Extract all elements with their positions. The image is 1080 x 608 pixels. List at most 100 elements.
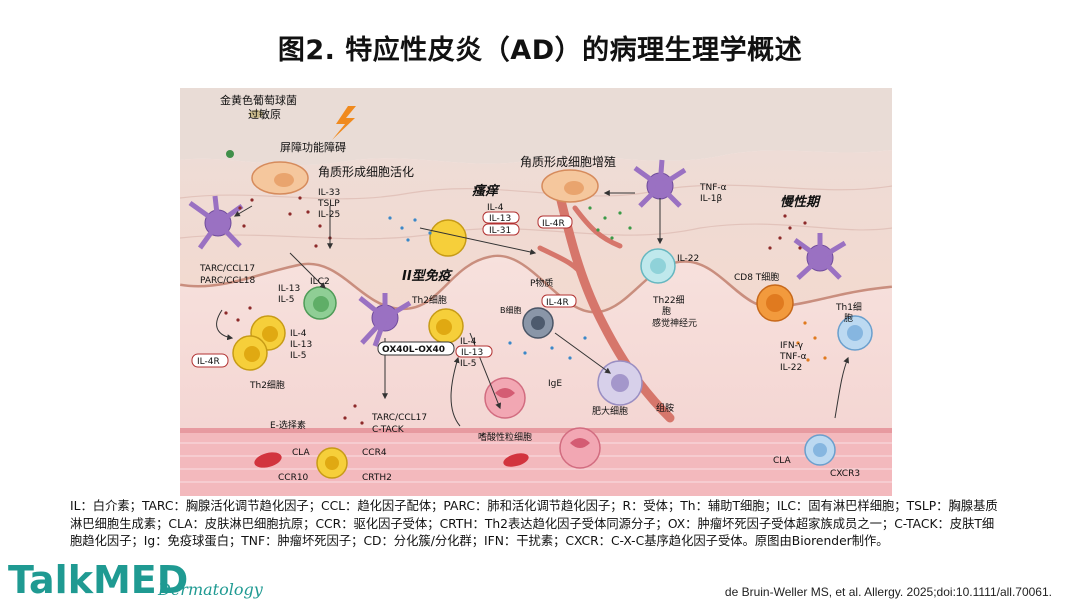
label-itch: 瘙痒 <box>472 183 501 199</box>
th2-cell-cluster-left <box>232 315 286 371</box>
label-keratino-act: 角质形成细胞活化 <box>318 165 414 179</box>
vessel-th2-cell <box>316 447 348 479</box>
vessel-th1-cell <box>804 434 836 466</box>
label-crth2: CRTH2 <box>362 473 392 483</box>
label-il33: IL-33 <box>318 188 340 198</box>
label-cxcr3: CXCR3 <box>830 469 860 479</box>
th1-cell <box>837 315 873 351</box>
label-type2: II型免疫 <box>402 268 454 284</box>
dendritic-cell-left <box>188 195 244 250</box>
label-ige: IgE <box>548 379 562 389</box>
label-il4r-l: IL-4R <box>197 357 220 367</box>
blood-vessel <box>180 430 892 496</box>
sensory-neuron-branch <box>537 205 623 281</box>
allergen-icon <box>249 110 263 118</box>
label-ccr10: CCR10 <box>278 473 309 483</box>
label-allergen: 过敏原 <box>248 107 281 121</box>
label-il31-top: IL-31 <box>489 226 511 236</box>
label-tarc: TARC/CCL17 <box>199 264 255 274</box>
label-staph: 金黄色葡萄球菌 <box>220 93 297 107</box>
vessel-wall <box>180 428 892 433</box>
il4r-mid-badge: IL-4R <box>541 294 577 308</box>
red-blood-cells <box>254 452 529 468</box>
th2-cell-mid <box>428 219 467 344</box>
label-ctack: C-TACK <box>372 425 405 435</box>
label-chronic: 慢性期 <box>780 194 821 210</box>
label-barrier: 屏障功能障碍 <box>280 140 346 154</box>
lightning-icon <box>332 106 356 140</box>
eosinophil-dermis <box>484 377 526 419</box>
figure-title: 图2. 特应性皮炎（AD）的病理生理学概述 <box>277 35 803 66</box>
label-il4r-mid: IL-4R <box>546 298 569 308</box>
label-eos: 嗜酸性粒细胞 <box>478 431 532 443</box>
label-th22b: 胞 <box>662 305 671 317</box>
label-il13-m: IL-13 <box>461 348 483 358</box>
label-il1b-top: IL-1β <box>700 194 722 204</box>
stratum-corneum <box>180 88 892 166</box>
label-substance-p: P物质 <box>530 277 553 289</box>
label-il13-top: IL-13 <box>489 214 511 224</box>
label-tslp: TSLP <box>317 199 340 209</box>
label-keratino-prolif: 角质形成细胞增殖 <box>520 154 616 169</box>
label-cla: CLA <box>292 448 311 458</box>
bacteria-icon <box>226 150 234 158</box>
label-il5-l: IL-5 <box>290 351 306 361</box>
label-th1b: 胞 <box>844 312 853 324</box>
label-il4-top: IL-4 <box>487 203 504 213</box>
label-il4-l: IL-4 <box>290 329 307 339</box>
label-tnfa-top: TNF-α <box>699 183 727 193</box>
il31-top-badge: IL-31 <box>482 223 520 236</box>
arrows <box>216 190 850 427</box>
label-ilc2: ILC2 <box>310 277 330 287</box>
epidermis-lines <box>180 184 892 240</box>
label-th22: Th22细 <box>652 294 685 306</box>
cytokine-dots <box>224 196 807 425</box>
mast-cell <box>597 360 643 406</box>
dendritic-cell-mid <box>358 293 412 347</box>
cytokine-dots-blue <box>388 216 587 360</box>
label-il13-ilc: IL-13 <box>278 284 300 294</box>
label-ccr4: CCR4 <box>362 448 387 458</box>
eosinophil-vessel <box>559 427 601 469</box>
label-th2cell-l: Th2细胞 <box>249 379 285 391</box>
label-ifng: IFN-γ <box>780 341 804 351</box>
dendritic-cell-upper-right <box>633 159 687 208</box>
label-il25: IL-25 <box>318 210 340 220</box>
label-histamine: 组胺 <box>656 402 674 414</box>
label-il22-top: IL-22 <box>677 254 699 264</box>
il13-mid-badge: IL-13 <box>455 345 493 358</box>
logo-sub-text: Dermatology <box>158 580 263 599</box>
il4r-left-badge: IL-4R <box>191 353 229 368</box>
label-il5-ilc: IL-5 <box>278 295 294 305</box>
label-cla-r: CLA <box>773 456 792 466</box>
reference-citation: de Bruin-Weller MS, et al. Allergy. 2025… <box>724 585 1052 599</box>
il13-top-badge: IL-13 <box>482 211 520 224</box>
label-il5-m: IL-5 <box>460 359 476 369</box>
cd8-t-cell <box>756 284 794 322</box>
keratinocyte-top-left <box>251 161 309 195</box>
il4r-top-badge: IL-4R <box>537 215 573 229</box>
th22-cell <box>640 248 676 284</box>
label-il22-r: IL-22 <box>780 363 802 373</box>
label-eselectin: E-选择素 <box>270 419 306 431</box>
dendritic-cell-right <box>793 233 847 280</box>
cytokine-dots-orange <box>796 321 827 362</box>
logo-main-text: TalkMED <box>8 558 189 602</box>
label-tarc2: TARC/CCL17 <box>371 413 427 423</box>
label-tnfa-r: TNF-α <box>779 352 807 362</box>
label-il4-m: IL-4 <box>460 337 477 347</box>
label-il13-l: IL-13 <box>290 340 312 350</box>
label-il4r-top: IL-4R <box>542 219 565 229</box>
label-th2cell-mid: Th2细胞 <box>411 294 447 306</box>
label-ox40: OX40L-OX40 <box>382 345 445 355</box>
label-th1: Th1细 <box>835 301 862 313</box>
sensory-neuron <box>553 183 675 423</box>
keratinocyte-top-right <box>541 169 599 203</box>
ilc2-cell <box>303 286 337 320</box>
vessel-stripes <box>180 442 892 483</box>
label-cd8: CD8 T细胞 <box>734 271 779 283</box>
label-bcell: B细胞 <box>500 305 522 315</box>
figure-caption: IL：白介素；TARC：胸腺活化调节趋化因子；CCL：趋化因子配体；PARC：肺… <box>70 499 998 549</box>
label-parc: PARC/CCL18 <box>200 276 255 286</box>
b-cell <box>522 307 554 339</box>
